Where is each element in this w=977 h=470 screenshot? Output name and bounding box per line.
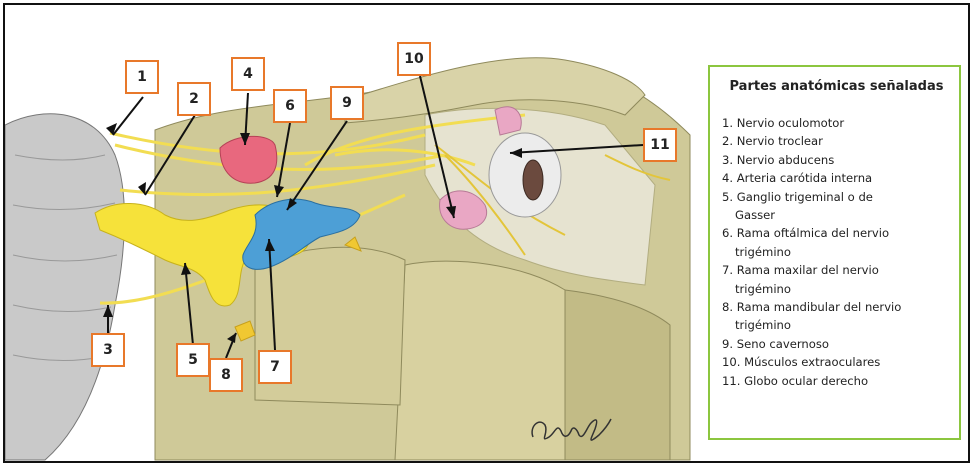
legend-list: 1. Nervio oculomotor 2. Nervio troclear …: [722, 114, 951, 390]
legend-item: 9. Seno cavernoso: [722, 335, 951, 353]
legend-item: 1. Nervio oculomotor: [722, 114, 951, 132]
legend-item: 4. Arteria carótida interna: [722, 169, 951, 187]
diagram-frame: 1 2 3 4 5 6 7 8 9 10 11 Partes anatómica…: [3, 3, 970, 463]
callout-10: 10: [397, 42, 431, 76]
callout-7: 7: [258, 350, 292, 384]
legend-item: 11. Globo ocular derecho: [722, 372, 951, 390]
legend-item: 3. Nervio abducens: [722, 151, 951, 169]
callout-4: 4: [231, 57, 265, 91]
callout-6: 6: [273, 89, 307, 123]
legend-title: Partes anatómicas señaladas: [722, 79, 951, 94]
brain-stem: [5, 114, 124, 460]
callout-11: 11: [643, 128, 677, 162]
legend-box: Partes anatómicas señaladas 1. Nervio oc…: [708, 65, 961, 440]
callout-3: 3: [91, 333, 125, 367]
callout-2: 2: [177, 82, 211, 116]
artist-signature: [525, 409, 615, 449]
callout-1: 1: [125, 60, 159, 94]
callout-9: 9: [330, 86, 364, 120]
callout-8: 8: [209, 358, 243, 392]
legend-item: 10. Músculos extraoculares: [722, 353, 951, 371]
callout-5: 5: [176, 343, 210, 377]
legend-item: 2. Nervio troclear: [722, 132, 951, 150]
